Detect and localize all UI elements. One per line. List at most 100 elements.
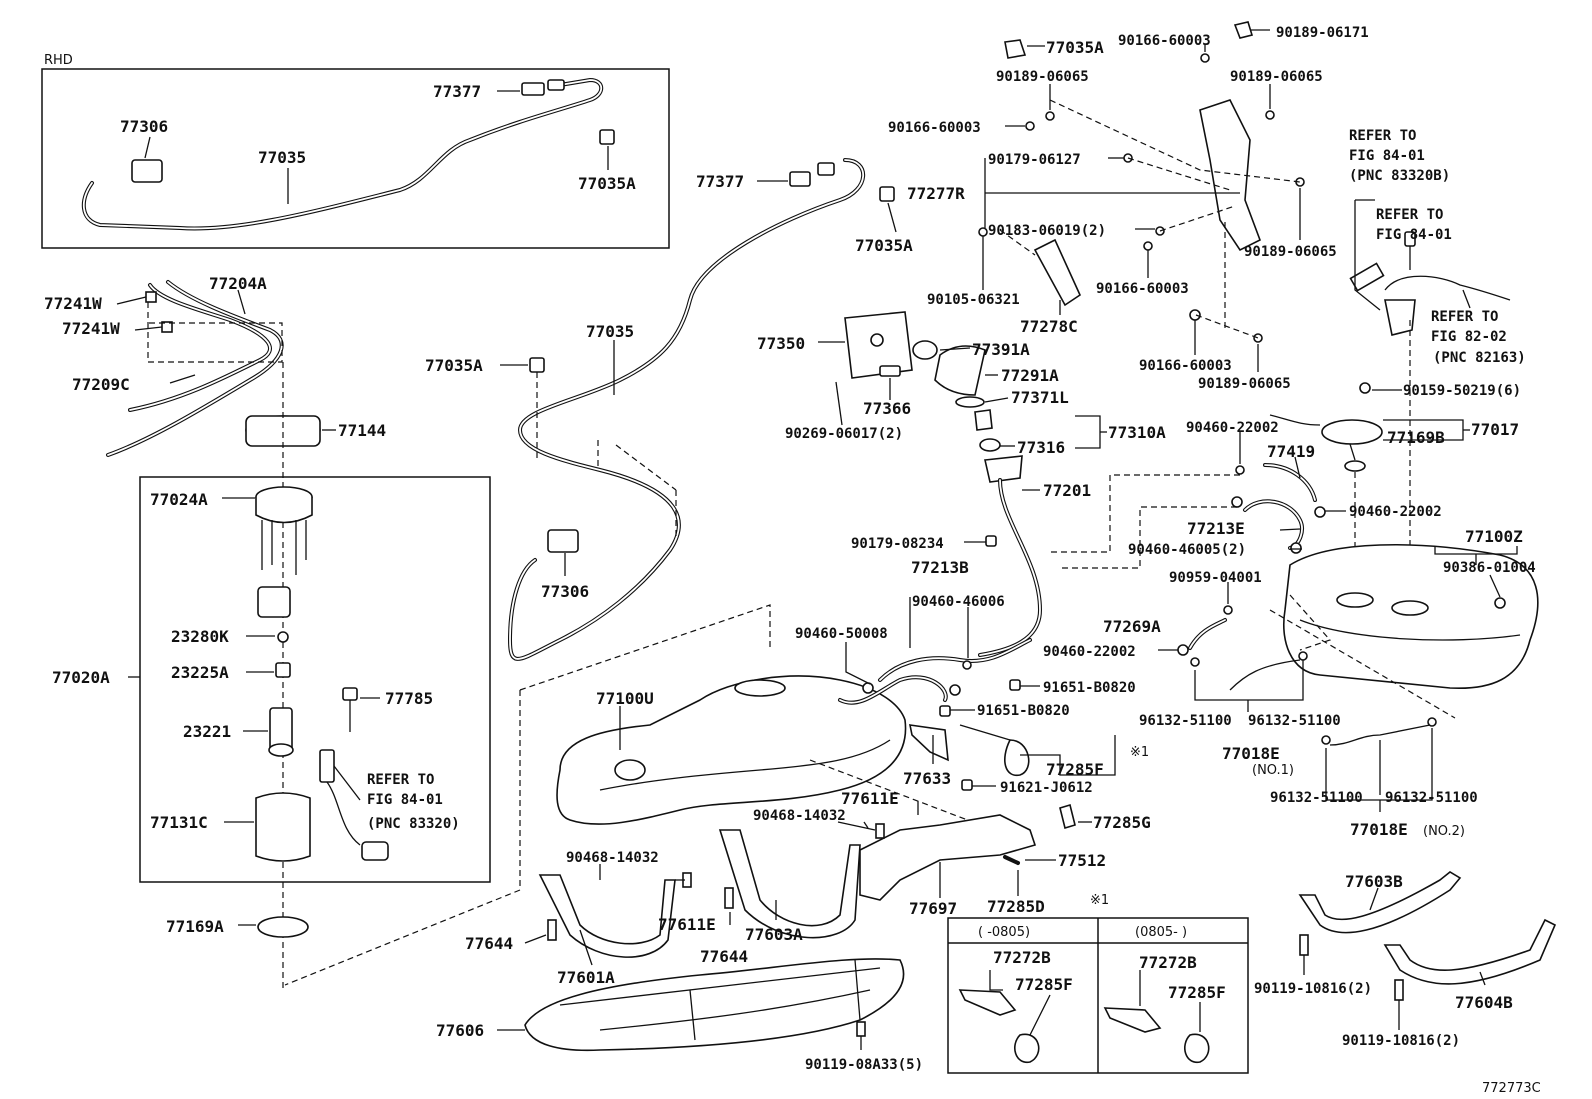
label-90159: 90159-50219(6)	[1403, 383, 1521, 399]
label-77144: 77144	[338, 421, 386, 440]
label-90189-b: 90189-06065	[1230, 69, 1323, 85]
label-77310A: 77310A	[1108, 423, 1166, 442]
label-90179-06127: 90179-06127	[988, 152, 1081, 168]
label-96132-a: 96132-51100	[1139, 713, 1232, 729]
label-77204A: 77204A	[209, 274, 267, 293]
label-77241W-b: 77241W	[62, 319, 120, 338]
label-77017: 77017	[1471, 420, 1519, 439]
inset-col1: ( -0805)	[978, 925, 1030, 940]
inset-note-mark: ※1	[1090, 893, 1109, 908]
label-ref1-c: (PNC 83320)	[367, 816, 460, 832]
label-77131C: 77131C	[150, 813, 208, 832]
label-rhd-77035: 77035	[258, 148, 306, 167]
label-ref1-b: FIG 84-01	[367, 792, 443, 808]
label-96132-d: 96132-51100	[1385, 790, 1478, 806]
label-90959: 90959-04001	[1169, 570, 1262, 586]
inset-label-77285F-a: 77285F	[1015, 975, 1073, 994]
tank-straps-and-protector: 77611E 90468-14032 77285G 77512 77697 77…	[436, 789, 1151, 1073]
label-ref2-a: REFER TO	[1349, 128, 1416, 144]
right-hoses-and-tank: 90460-22002 77419 90460-22002 77213E 904…	[1043, 420, 1539, 839]
label-90460-22002-c: 90460-22002	[1043, 644, 1136, 660]
main-fuel-tank: 77213B 90460-46006 90460-50008 77100U 91…	[284, 558, 1149, 986]
fuel-line-77035: 77377 77035A 77035 77035A 77306	[425, 158, 913, 661]
label-77785: 77785	[385, 689, 433, 708]
label-77419: 77419	[1267, 442, 1315, 461]
label-77285G: 77285G	[1093, 813, 1151, 832]
label-90189-a: 90189-06065	[996, 69, 1089, 85]
label-rhd-77306: 77306	[120, 117, 168, 136]
label-rhd-77377: 77377	[433, 82, 481, 101]
inset-variant-box: ※1 ( -0805) (0805- ) 77272B 77285F 77272…	[947, 893, 1249, 1074]
sender-gauge-assembly: REFER TO FIG 84-01 (PNC 83320B) REFER TO…	[1269, 128, 1526, 600]
label-90460-46005: 90460-46005(2)	[1128, 542, 1246, 558]
label-77169B: 77169B	[1387, 428, 1445, 447]
label-77316: 77316	[1017, 438, 1065, 457]
label-23280K: 23280K	[171, 627, 229, 646]
label-77512: 77512	[1058, 851, 1106, 870]
label-90386: 90386-01004	[1443, 560, 1536, 576]
label-90166-c: 90166-60003	[1096, 281, 1189, 297]
label-90468-b: 90468-14032	[566, 850, 659, 866]
label-90166-d: 90166-60003	[1139, 358, 1232, 374]
label-77391A: 77391A	[972, 340, 1030, 359]
label-96132-c: 96132-51100	[1270, 790, 1363, 806]
label-77018E-1: 77018E	[1222, 744, 1280, 763]
label-77601A: 77601A	[557, 968, 615, 987]
label-90119-10816-b: 90119-10816(2)	[1342, 1033, 1460, 1049]
label-77018E-2: 77018E	[1350, 820, 1408, 839]
label-90269: 90269-06017(2)	[785, 426, 903, 442]
label-91651-a: 91651-B0820	[1043, 680, 1136, 696]
label-77213B: 77213B	[911, 558, 969, 577]
label-77644-b: 77644	[700, 947, 748, 966]
label-90166-a: 90166-60003	[1118, 33, 1211, 49]
label-77611E-a: 77611E	[841, 789, 899, 808]
label-77100U: 77100U	[596, 689, 654, 708]
inset-label-77285F-b: 77285F	[1168, 983, 1226, 1002]
note-mark: ※1	[1130, 745, 1149, 760]
label-77366: 77366	[863, 399, 911, 418]
label-77371L: 77371L	[1011, 388, 1069, 407]
label-77697: 77697	[909, 899, 957, 918]
label-90119-08A33: 90119-08A33(5)	[805, 1057, 923, 1073]
label-77377: 77377	[696, 172, 744, 191]
label-77291A: 77291A	[1001, 366, 1059, 385]
label-77278C: 77278C	[1020, 317, 1078, 336]
label-23225A: 23225A	[171, 663, 229, 682]
rhd-section: RHD 77377 77306 77035 77035A	[41, 53, 670, 249]
figure-code: 772773C	[1482, 1081, 1541, 1096]
label-77269A: 77269A	[1103, 617, 1161, 636]
label-91651-b: 91651-B0820	[977, 703, 1070, 719]
label-77603A: 77603A	[745, 925, 803, 944]
label-ref4-b: FIG 82-02	[1431, 329, 1507, 345]
label-ref3-a: REFER TO	[1376, 207, 1443, 223]
label-77209C: 77209C	[72, 375, 130, 394]
label-77350: 77350	[757, 334, 805, 353]
label-90119-10816-a: 90119-10816(2)	[1254, 981, 1372, 997]
inset-col2: (0805- )	[1135, 925, 1187, 940]
label-77213E: 77213E	[1187, 519, 1245, 538]
upper-bracket-assembly: 77035A 90166-60003 90189-06171 90189-060…	[888, 21, 1369, 392]
label-ref3-b: FIG 84-01	[1376, 227, 1452, 243]
inset-label-77272B-b: 77272B	[1139, 953, 1197, 972]
label-77277R: 77277R	[907, 184, 965, 203]
label-90183: 90183-06019(2)	[988, 223, 1106, 239]
label-90460-22002-a: 90460-22002	[1186, 420, 1279, 436]
label-77633: 77633	[903, 769, 951, 788]
label-77201: 77201	[1043, 481, 1091, 500]
label-77169A: 77169A	[166, 917, 224, 936]
label-77285F: 77285F	[1046, 760, 1104, 779]
label-77644-a: 77644	[465, 934, 513, 953]
label-90189-c: 90189-06065	[1244, 244, 1337, 260]
label-77100Z: 77100Z	[1465, 527, 1523, 546]
label-77606: 77606	[436, 1021, 484, 1040]
label-ref4-a: REFER TO	[1431, 309, 1498, 325]
label-77018E-1-no: (NO.1)	[1252, 763, 1294, 778]
label-77603B: 77603B	[1345, 872, 1403, 891]
label-90460-46006: 90460-46006	[912, 594, 1005, 610]
label-77306: 77306	[541, 582, 589, 601]
label-77611E-b: 77611E	[658, 915, 716, 934]
label-23221: 23221	[183, 722, 231, 741]
label-90189-06171: 90189-06171	[1276, 25, 1369, 41]
label-77035A-2: 77035A	[425, 356, 483, 375]
label-90460-50008: 90460-50008	[795, 626, 888, 642]
